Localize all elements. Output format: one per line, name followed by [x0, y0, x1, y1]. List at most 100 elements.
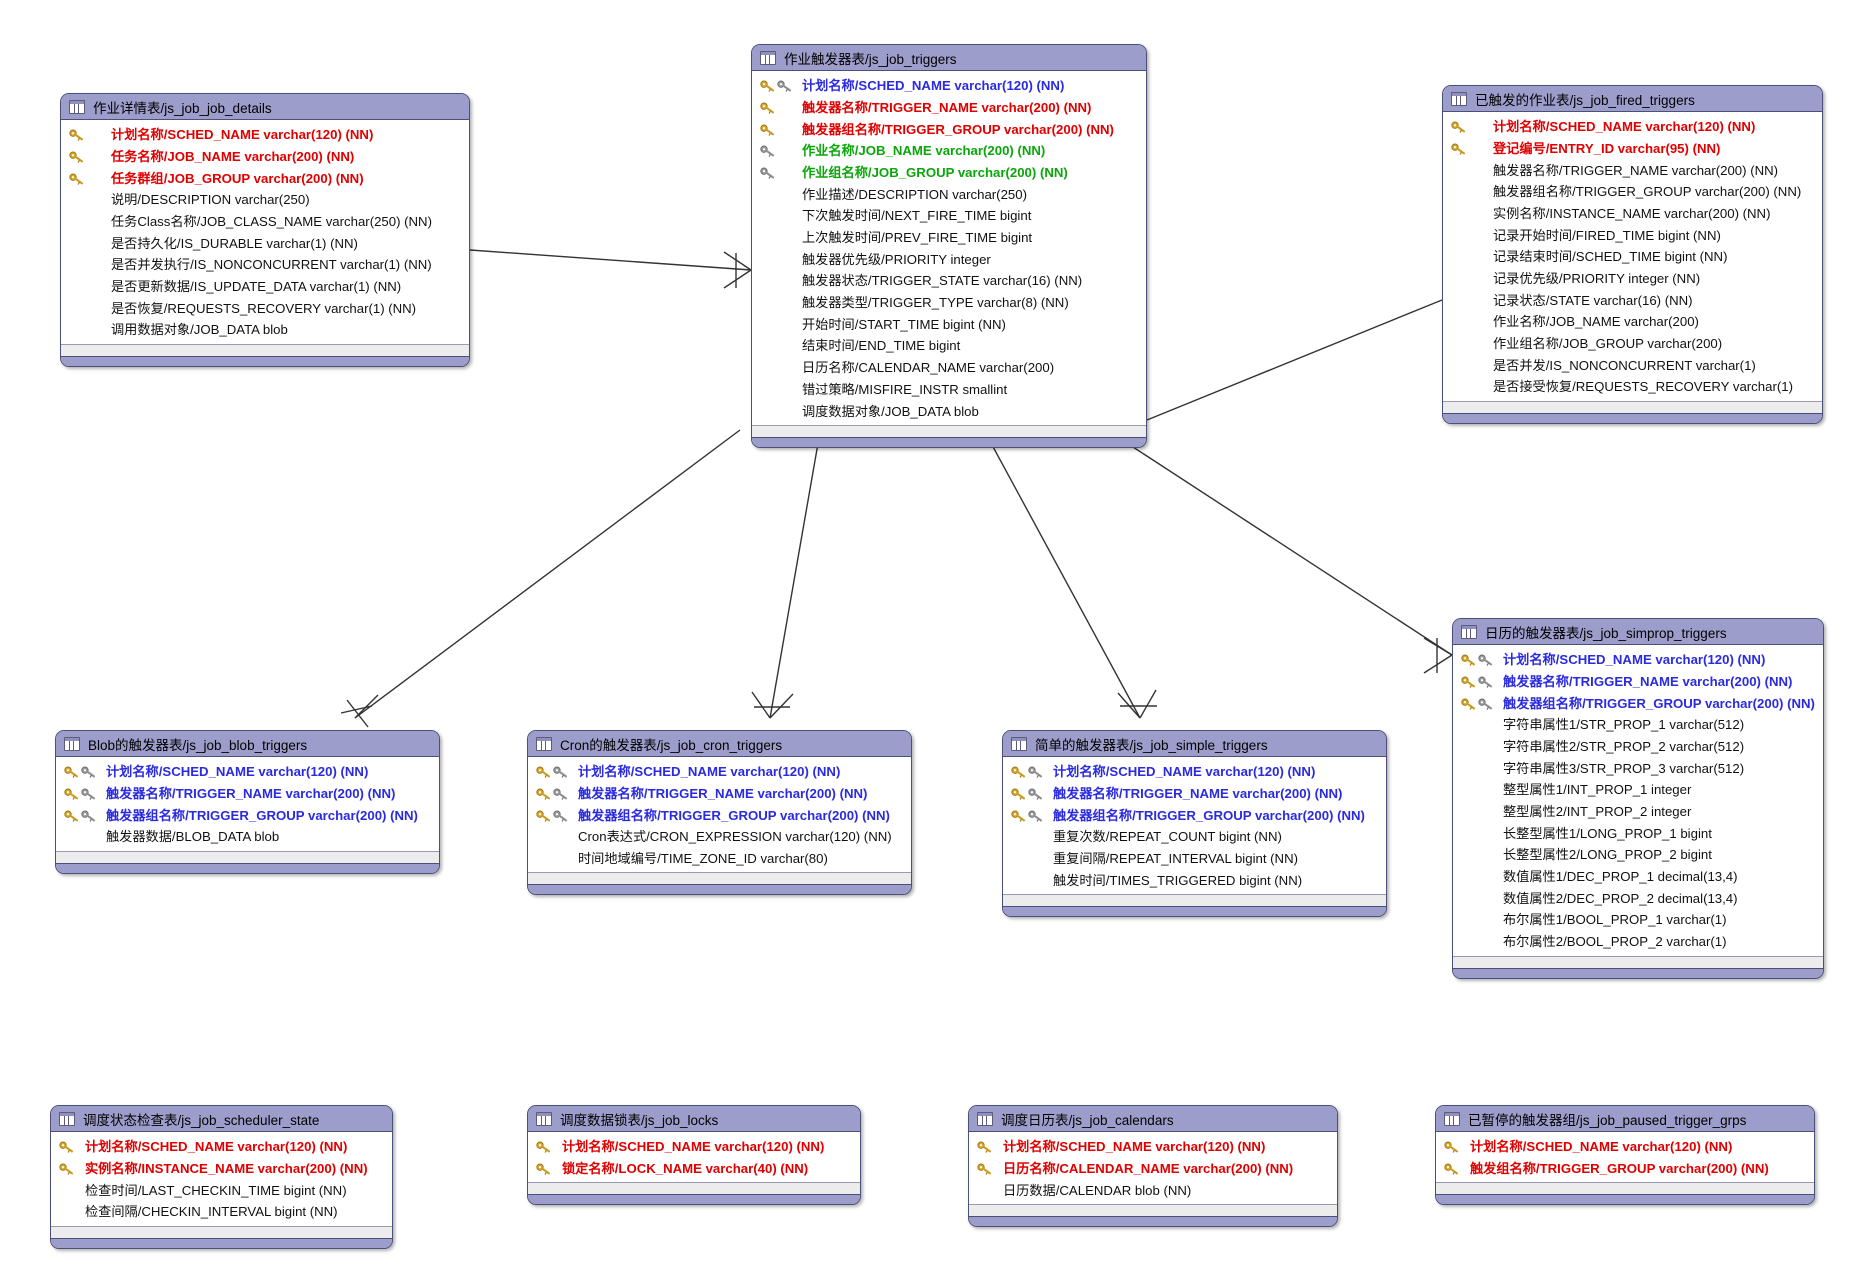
- field-row[interactable]: 长整型属性1/LONG_PROP_1 bigint: [1453, 823, 1823, 845]
- field-row[interactable]: 数值属性2/DEC_PROP_2 decimal(13,4): [1453, 888, 1823, 910]
- entity-header-fired_triggers[interactable]: 已触发的作业表/js_job_fired_triggers: [1443, 86, 1822, 112]
- field-row[interactable]: 触发器组名称/TRIGGER_GROUP varchar(200) (NN): [1003, 804, 1386, 826]
- field-row[interactable]: 字符串属性3/STR_PROP_3 varchar(512): [1453, 757, 1823, 779]
- field-row[interactable]: 任务群组/JOB_GROUP varchar(200) (NN): [61, 167, 469, 189]
- entity-calendars[interactable]: 调度日历表/js_job_calendars 计划名称/SCHED_NAME va…: [968, 1105, 1338, 1228]
- field-row[interactable]: 下次触发时间/NEXT_FIRE_TIME bigint: [752, 205, 1146, 227]
- field-row[interactable]: 作业名称/JOB_NAME varchar(200) (NN): [752, 140, 1146, 162]
- field-row[interactable]: 计划名称/SCHED_NAME varchar(120) (NN): [528, 761, 911, 783]
- field-row[interactable]: 是否并发执行/IS_NONCONCURRENT varchar(1) (NN): [61, 254, 469, 276]
- field-row[interactable]: 触发器组名称/TRIGGER_GROUP varchar(200) (NN): [1453, 692, 1823, 714]
- field-row[interactable]: 实例名称/INSTANCE_NAME varchar(200) (NN): [1443, 203, 1822, 225]
- field-row[interactable]: 是否持久化/IS_DURABLE varchar(1) (NN): [61, 232, 469, 254]
- field-row[interactable]: 是否并发/IS_NONCONCURRENT varchar(1): [1443, 355, 1822, 377]
- field-row[interactable]: 作业名称/JOB_NAME varchar(200): [1443, 311, 1822, 333]
- field-row[interactable]: 锁定名称/LOCK_NAME varchar(40) (NN): [528, 1158, 860, 1180]
- field-row[interactable]: 调度数据对象/JOB_DATA blob: [752, 400, 1146, 422]
- field-row[interactable]: 计划名称/SCHED_NAME varchar(120) (NN): [969, 1136, 1337, 1158]
- field-row[interactable]: 重复次数/REPEAT_COUNT bigint (NN): [1003, 826, 1386, 848]
- field-row[interactable]: 计划名称/SCHED_NAME varchar(120) (NN): [1436, 1136, 1814, 1158]
- entity-scheduler_state[interactable]: 调度状态检查表/js_job_scheduler_state 计划名称/SCHED…: [50, 1105, 393, 1249]
- entity-paused_trigger_grps[interactable]: 已暂停的触发器组/js_job_paused_trigger_grps 计划名称/…: [1435, 1105, 1815, 1206]
- field-row[interactable]: 长整型属性2/LONG_PROP_2 bigint: [1453, 844, 1823, 866]
- field-row[interactable]: 作业组名称/JOB_GROUP varchar(200) (NN): [752, 162, 1146, 184]
- field-row[interactable]: 触发器名称/TRIGGER_NAME varchar(200) (NN): [752, 97, 1146, 119]
- field-row[interactable]: 整型属性1/INT_PROP_1 integer: [1453, 779, 1823, 801]
- field-row[interactable]: 触发时间/TIMES_TRIGGERED bigint (NN): [1003, 869, 1386, 891]
- field-row[interactable]: 字符串属性2/STR_PROP_2 varchar(512): [1453, 736, 1823, 758]
- field-row[interactable]: 记录优先级/PRIORITY integer (NN): [1443, 268, 1822, 290]
- entity-header-calendars[interactable]: 调度日历表/js_job_calendars: [969, 1106, 1337, 1132]
- field-row[interactable]: 字符串属性1/STR_PROP_1 varchar(512): [1453, 714, 1823, 736]
- field-row[interactable]: 触发器名称/TRIGGER_NAME varchar(200) (NN): [528, 783, 911, 805]
- field-row[interactable]: 重复间隔/REPEAT_INTERVAL bigint (NN): [1003, 848, 1386, 870]
- field-row[interactable]: 触发器名称/TRIGGER_NAME varchar(200) (NN): [1003, 783, 1386, 805]
- field-row[interactable]: 是否接受恢复/REQUESTS_RECOVERY varchar(1): [1443, 376, 1822, 398]
- entity-simple_triggers[interactable]: 简单的触发器表/js_job_simple_triggers 计划名称/SCHED…: [1002, 730, 1387, 918]
- field-row[interactable]: 是否更新数据/IS_UPDATE_DATA varchar(1) (NN): [61, 276, 469, 298]
- field-row[interactable]: 计划名称/SCHED_NAME varchar(120) (NN): [51, 1136, 392, 1158]
- entity-header-cron_triggers[interactable]: Cron的触发器表/js_job_cron_triggers: [528, 731, 911, 757]
- field-row[interactable]: 任务名称/JOB_NAME varchar(200) (NN): [61, 146, 469, 168]
- field-row[interactable]: 触发器组名称/TRIGGER_GROUP varchar(200) (NN): [1443, 181, 1822, 203]
- field-row[interactable]: 作业描述/DESCRIPTION varchar(250): [752, 183, 1146, 205]
- field-row[interactable]: 触发器类型/TRIGGER_TYPE varchar(8) (NN): [752, 292, 1146, 314]
- field-row[interactable]: 记录状态/STATE varchar(16) (NN): [1443, 290, 1822, 312]
- entity-header-locks[interactable]: 调度数据锁表/js_job_locks: [528, 1106, 860, 1132]
- field-row[interactable]: 实例名称/INSTANCE_NAME varchar(200) (NN): [51, 1158, 392, 1180]
- field-row[interactable]: 调用数据对象/JOB_DATA blob: [61, 319, 469, 341]
- field-row[interactable]: 计划名称/SCHED_NAME varchar(120) (NN): [1443, 116, 1822, 138]
- field-row[interactable]: 触发器组名称/TRIGGER_GROUP varchar(200) (NN): [752, 118, 1146, 140]
- field-row[interactable]: 登记编号/ENTRY_ID varchar(95) (NN): [1443, 138, 1822, 160]
- field-row[interactable]: 检查时间/LAST_CHECKIN_TIME bigint (NN): [51, 1179, 392, 1201]
- entity-cron_triggers[interactable]: Cron的触发器表/js_job_cron_triggers 计划名称/SCHED…: [527, 730, 912, 896]
- field-row[interactable]: 说明/DESCRIPTION varchar(250): [61, 189, 469, 211]
- entity-job_triggers[interactable]: 作业触发器表/js_job_triggers 计划名称/SCHED_NAME va…: [751, 44, 1147, 448]
- field-row[interactable]: 上次触发时间/PREV_FIRE_TIME bigint: [752, 227, 1146, 249]
- field-row[interactable]: 日历名称/CALENDAR_NAME varchar(200): [752, 357, 1146, 379]
- field-row[interactable]: 计划名称/SCHED_NAME varchar(120) (NN): [1003, 761, 1386, 783]
- field-row[interactable]: 触发器优先级/PRIORITY integer: [752, 249, 1146, 271]
- field-row[interactable]: 触发器状态/TRIGGER_STATE varchar(16) (NN): [752, 270, 1146, 292]
- field-row[interactable]: 整型属性2/INT_PROP_2 integer: [1453, 801, 1823, 823]
- field-row[interactable]: 时间地域编号/TIME_ZONE_ID varchar(80): [528, 848, 911, 870]
- entity-header-paused_trigger_grps[interactable]: 已暂停的触发器组/js_job_paused_trigger_grps: [1436, 1106, 1814, 1132]
- field-row[interactable]: 任务Class名称/JOB_CLASS_NAME varchar(250) (N…: [61, 211, 469, 233]
- field-row[interactable]: 检查间隔/CHECKIN_INTERVAL bigint (NN): [51, 1201, 392, 1223]
- field-row[interactable]: 计划名称/SCHED_NAME varchar(120) (NN): [1453, 649, 1823, 671]
- entity-simprop_triggers[interactable]: 日历的触发器表/js_job_simprop_triggers 计划名称/SCHE…: [1452, 618, 1824, 979]
- field-row[interactable]: 结束时间/END_TIME bigint: [752, 335, 1146, 357]
- entity-locks[interactable]: 调度数据锁表/js_job_locks 计划名称/SCHED_NAME varch…: [527, 1105, 861, 1206]
- entity-header-blob_triggers[interactable]: Blob的触发器表/js_job_blob_triggers: [56, 731, 439, 757]
- entity-header-simple_triggers[interactable]: 简单的触发器表/js_job_simple_triggers: [1003, 731, 1386, 757]
- field-row[interactable]: 记录开始时间/FIRED_TIME bigint (NN): [1443, 224, 1822, 246]
- field-row[interactable]: 布尔属性2/BOOL_PROP_2 varchar(1): [1453, 931, 1823, 953]
- field-row[interactable]: 触发器组名称/TRIGGER_GROUP varchar(200) (NN): [56, 804, 439, 826]
- field-row[interactable]: 布尔属性1/BOOL_PROP_1 varchar(1): [1453, 909, 1823, 931]
- field-row[interactable]: 记录结束时间/SCHED_TIME bigint (NN): [1443, 246, 1822, 268]
- field-row[interactable]: 触发组名称/TRIGGER_GROUP varchar(200) (NN): [1436, 1158, 1814, 1180]
- field-row[interactable]: Cron表达式/CRON_EXPRESSION varchar(120) (NN…: [528, 826, 911, 848]
- field-row[interactable]: 作业组名称/JOB_GROUP varchar(200): [1443, 333, 1822, 355]
- field-row[interactable]: 触发器数据/BLOB_DATA blob: [56, 826, 439, 848]
- entity-job_details[interactable]: 作业详情表/js_job_job_details 计划名称/SCHED_NAME …: [60, 93, 470, 367]
- field-row[interactable]: 开始时间/START_TIME bigint (NN): [752, 314, 1146, 336]
- field-row[interactable]: 错过策略/MISFIRE_INSTR smallint: [752, 379, 1146, 401]
- field-row[interactable]: 数值属性1/DEC_PROP_1 decimal(13,4): [1453, 866, 1823, 888]
- field-row[interactable]: 是否恢复/REQUESTS_RECOVERY varchar(1) (NN): [61, 298, 469, 320]
- entity-header-job_details[interactable]: 作业详情表/js_job_job_details: [61, 94, 469, 120]
- field-row[interactable]: 触发器名称/TRIGGER_NAME varchar(200) (NN): [56, 783, 439, 805]
- field-row[interactable]: 计划名称/SCHED_NAME varchar(120) (NN): [61, 124, 469, 146]
- field-row[interactable]: 日历名称/CALENDAR_NAME varchar(200) (NN): [969, 1158, 1337, 1180]
- entity-header-scheduler_state[interactable]: 调度状态检查表/js_job_scheduler_state: [51, 1106, 392, 1132]
- field-row[interactable]: 触发器名称/TRIGGER_NAME varchar(200) (NN): [1443, 159, 1822, 181]
- field-row[interactable]: 日历数据/CALENDAR blob (NN): [969, 1179, 1337, 1201]
- field-row[interactable]: 计划名称/SCHED_NAME varchar(120) (NN): [752, 75, 1146, 97]
- field-row[interactable]: 触发器名称/TRIGGER_NAME varchar(200) (NN): [1453, 671, 1823, 693]
- entity-header-simprop_triggers[interactable]: 日历的触发器表/js_job_simprop_triggers: [1453, 619, 1823, 645]
- field-row[interactable]: 触发器组名称/TRIGGER_GROUP varchar(200) (NN): [528, 804, 911, 826]
- field-row[interactable]: 计划名称/SCHED_NAME varchar(120) (NN): [528, 1136, 860, 1158]
- entity-header-job_triggers[interactable]: 作业触发器表/js_job_triggers: [752, 45, 1146, 71]
- entity-fired_triggers[interactable]: 已触发的作业表/js_job_fired_triggers 计划名称/SCHED_…: [1442, 85, 1823, 424]
